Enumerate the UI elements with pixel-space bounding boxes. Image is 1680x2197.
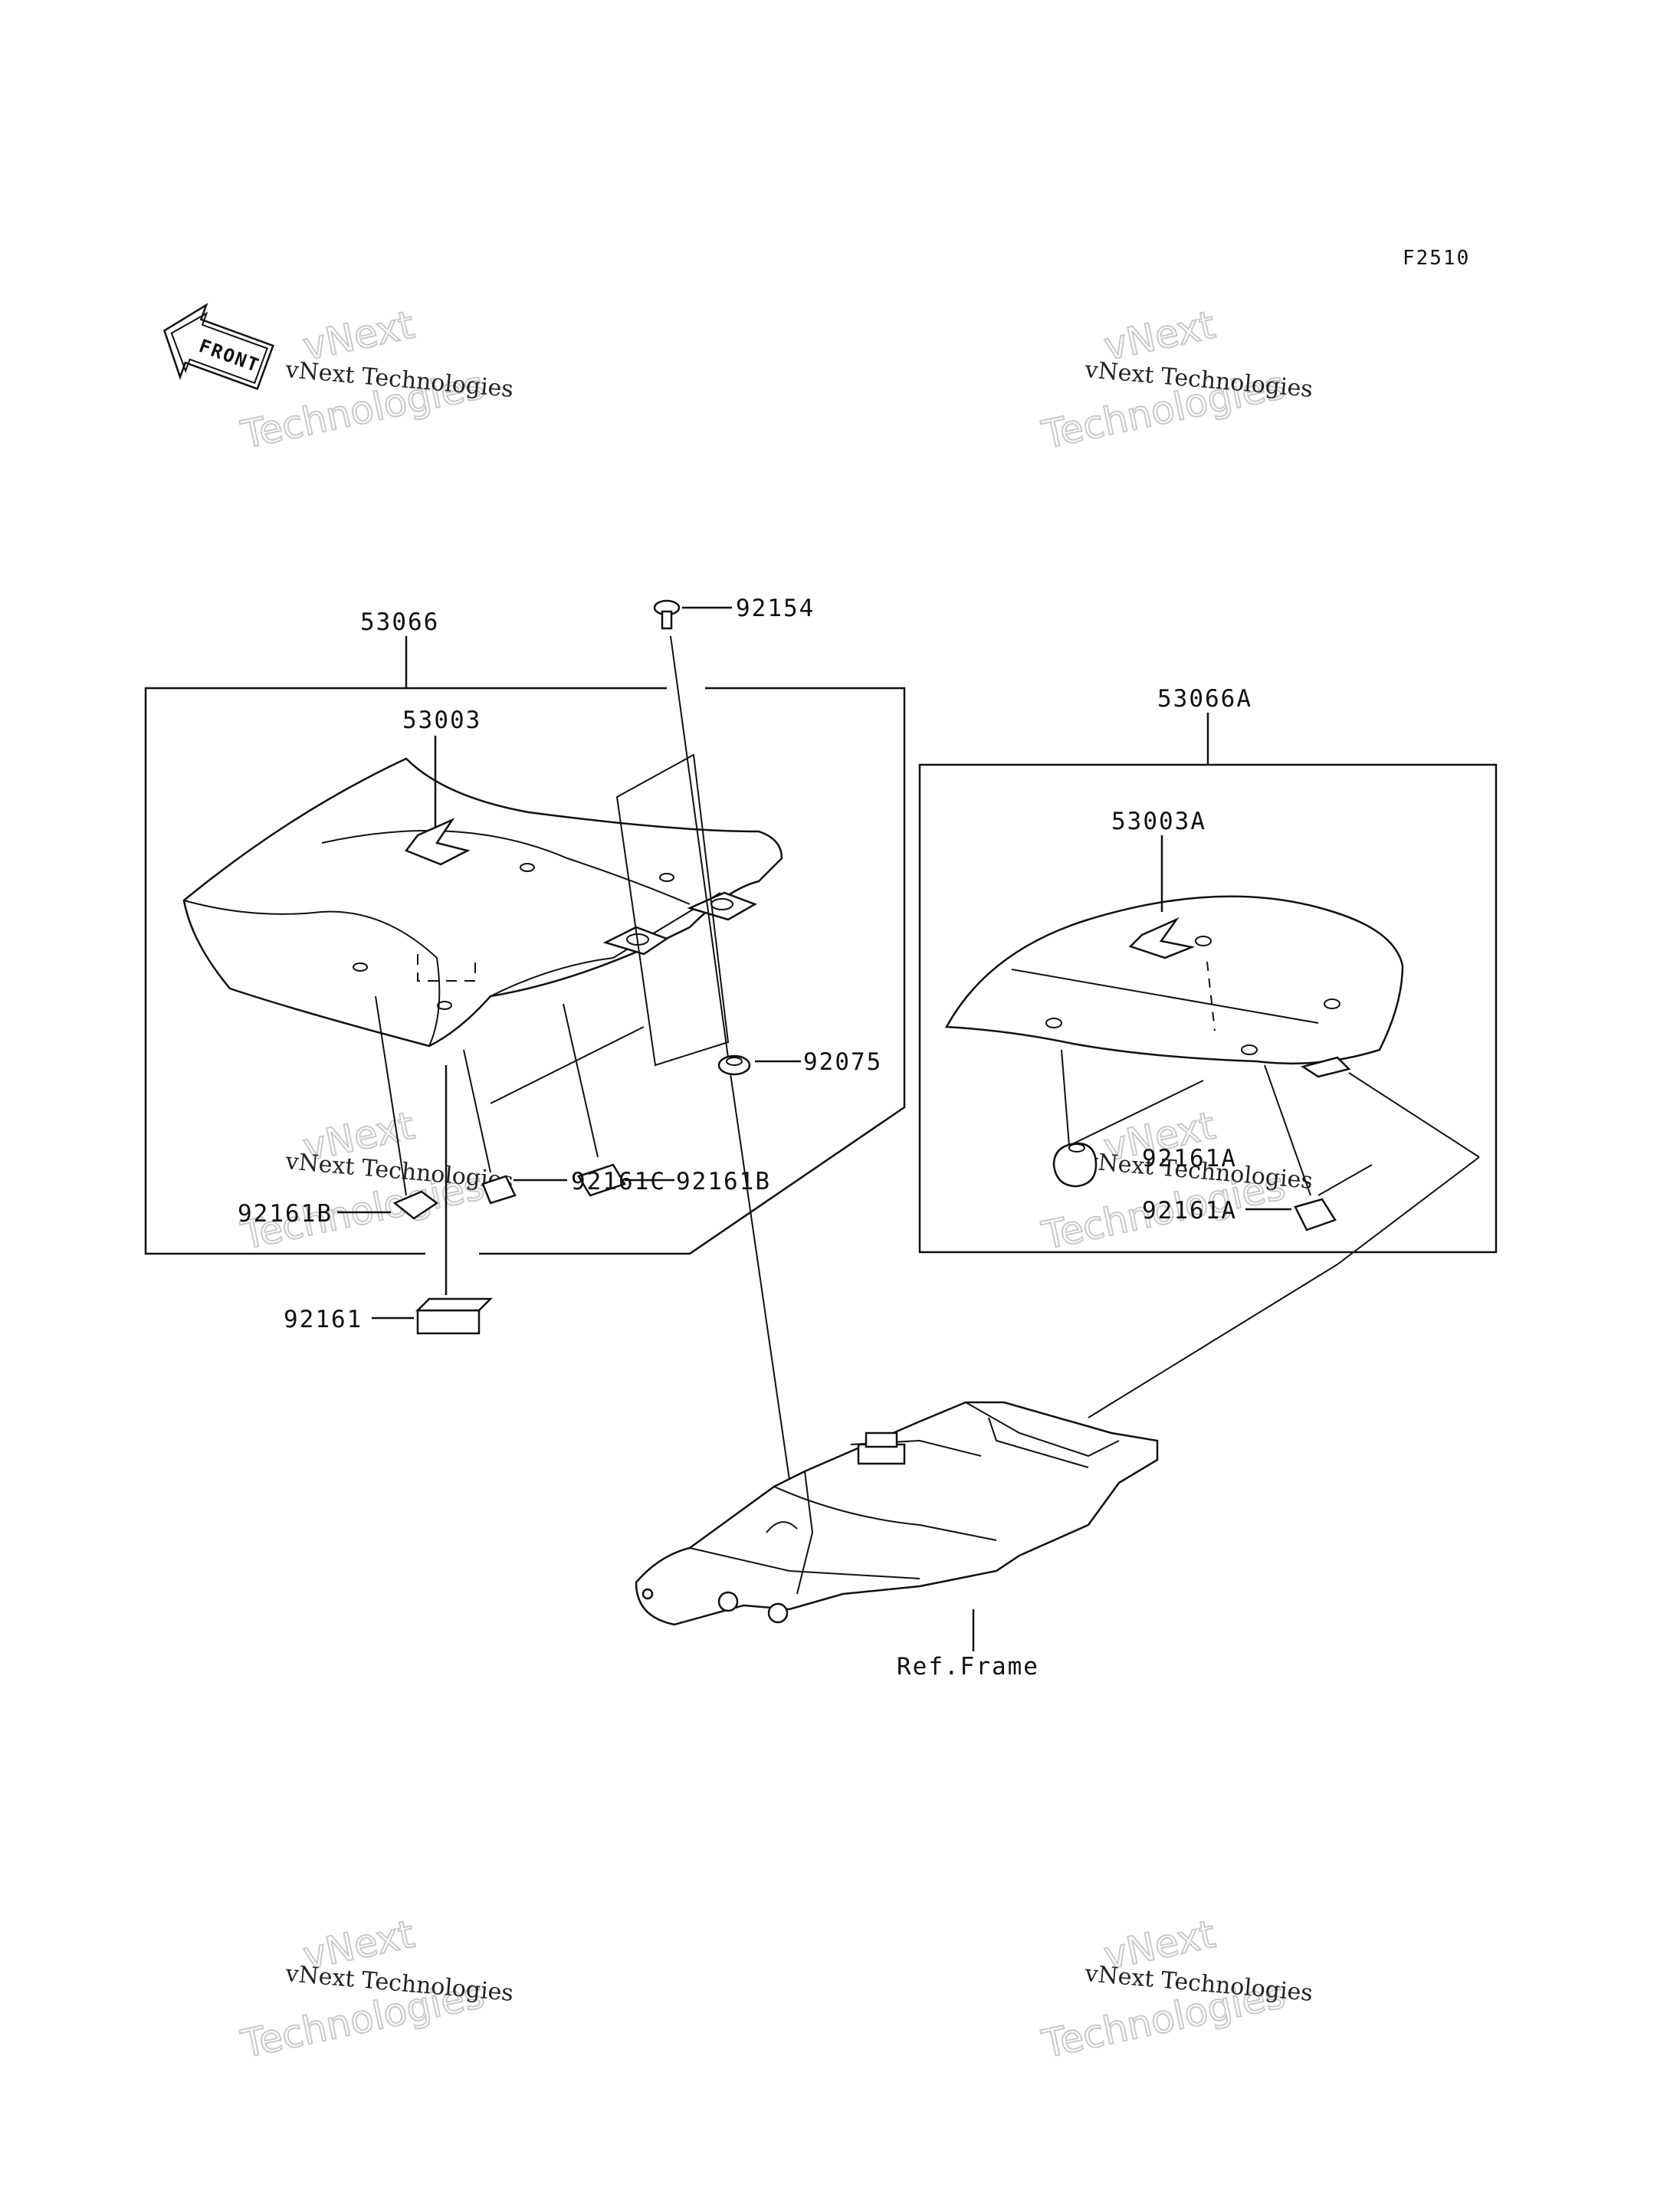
watermark-bottom-left: vNext Technologies vNext Technologies (236, 1911, 514, 2067)
label-53066A: 53066A (1157, 685, 1252, 713)
damper-92161B-left (392, 1190, 439, 1220)
figure-code: F2510 (1403, 247, 1470, 270)
damper-92161A-upper (1052, 1142, 1098, 1188)
damper-92161C (481, 1175, 517, 1205)
rear-seat-cover-tab (1128, 917, 1196, 959)
damper-92161B-right (577, 1163, 626, 1197)
watermark-top-right: vNext Technologies vNext Technologies (1037, 302, 1314, 458)
front-seat (182, 757, 783, 1048)
label-ref-frame: Ref.Frame (897, 1653, 1039, 1681)
watermark-mid-left: vNext Technologies vNext Technologies (236, 1103, 514, 1259)
label-92161: 92161 (284, 1306, 363, 1333)
grommet-92075 (717, 1054, 751, 1076)
front-arrow-icon: FRONT (162, 303, 274, 391)
label-92161C: 92161C (571, 1168, 666, 1195)
rear-frame (635, 1401, 1159, 1626)
label-92161A-lower: 92161A (1142, 1197, 1237, 1225)
damper-92161 (415, 1297, 494, 1335)
watermark-top-left: vNext Technologies vNext Technologies (236, 302, 514, 458)
damper-92161A-lower (1294, 1198, 1337, 1231)
label-92161B-right: 92161B (676, 1168, 771, 1195)
watermark-bottom-right: vNext Technologies vNext Technologies (1037, 1911, 1314, 2067)
label-53003A: 53003A (1111, 808, 1206, 835)
bolt-92154 (653, 599, 681, 630)
label-92161B-left: 92161B (238, 1200, 333, 1228)
label-53003: 53003 (402, 707, 481, 734)
label-92154: 92154 (736, 595, 815, 622)
seat-cover-tab (405, 818, 471, 866)
label-53066: 53066 (360, 608, 439, 636)
rear-seat (944, 895, 1404, 1078)
label-92161A-upper: 92161A (1142, 1145, 1237, 1172)
label-92075: 92075 (803, 1048, 882, 1076)
